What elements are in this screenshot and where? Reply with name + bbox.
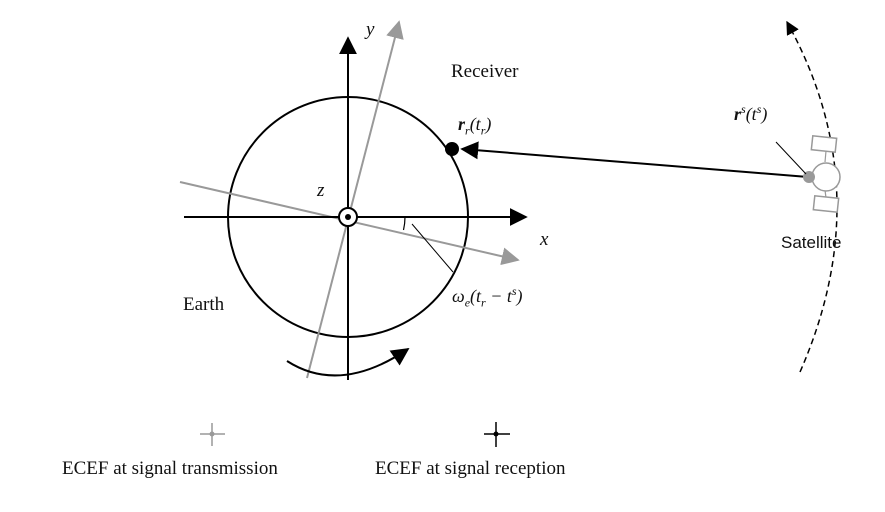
rotation-angle-label: ωe(tr − ts) — [452, 285, 523, 309]
signal-path-arrow — [460, 141, 809, 178]
receiver-position-symbol: r — [458, 114, 466, 134]
rotation-angle-t-sup: s — [511, 284, 517, 298]
earth-label: Earth — [183, 294, 225, 315]
rotation-angle-close: ) — [516, 286, 523, 306]
rotation-angle-leader — [411, 223, 454, 273]
satellite-position-time-sup: s — [756, 102, 762, 116]
satellite-position-leader — [775, 141, 807, 175]
rotation-angle-t-sub: r — [481, 295, 486, 310]
legend-reception-label: ECEF at signal reception — [375, 458, 566, 479]
legend-transmission-symbol — [200, 423, 225, 446]
rotation-angle-minus: − t — [485, 286, 512, 306]
satellite-position-sup: s — [741, 102, 746, 116]
transmission-y-axis — [306, 20, 404, 379]
satellite-position-paren-open: (t — [745, 104, 757, 124]
z-axis-label: z — [317, 180, 325, 201]
receiver-position-paren-open: (t — [469, 114, 481, 134]
satellite-label: Satellite — [781, 233, 842, 252]
legend-reception-symbol — [484, 422, 510, 447]
rotation-angle-arc — [402, 216, 406, 231]
rotation-angle-omega-sub: e — [464, 295, 471, 310]
receiver-position-label: rr(tr) — [458, 115, 491, 137]
earth-rotation-arrow — [286, 347, 410, 377]
satellite-position-paren-close: ) — [761, 104, 768, 124]
y-axis-label: y — [366, 19, 375, 40]
satellite-position-label: rs(ts) — [734, 103, 767, 123]
rotation-angle-omega: ω — [452, 286, 465, 306]
receiver-position-sub: r — [465, 123, 470, 138]
z-axis-dot — [345, 214, 351, 220]
receiver-point — [445, 142, 459, 156]
satellite-position-symbol: r — [734, 104, 742, 124]
rotation-angle-open: (t — [470, 286, 482, 306]
legend-transmission-label: ECEF at signal transmission — [62, 458, 278, 479]
satellite-icon — [803, 134, 841, 214]
x-axis-label: x — [540, 229, 549, 250]
receiver-position-time-sub: r — [480, 123, 486, 138]
satellite-orbit — [786, 20, 838, 373]
receiver-label: Receiver — [451, 61, 519, 82]
receiver-position-paren-close: ) — [485, 114, 492, 134]
